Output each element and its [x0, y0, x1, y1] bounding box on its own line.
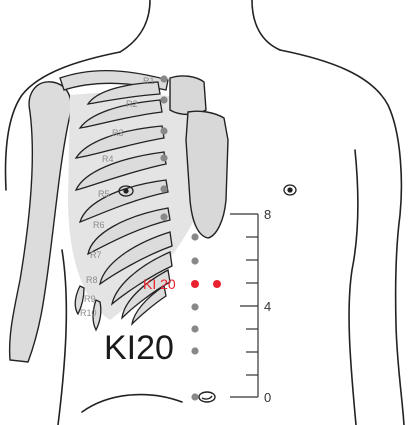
acupoint-dot	[191, 233, 198, 240]
acupoint-dot	[160, 154, 167, 161]
acupoint-dot	[160, 75, 167, 82]
arm-bone	[10, 82, 71, 362]
ki20-point-label: KI 20	[143, 276, 176, 292]
neck-right-line	[252, 0, 280, 50]
acupoint-dot	[160, 96, 167, 103]
manubrium	[170, 76, 206, 115]
neck-left-line	[120, 0, 150, 52]
ki20-point	[191, 280, 199, 288]
rib-label: R6	[93, 220, 105, 230]
acupoint-dot	[191, 347, 198, 354]
acupoint-dot	[160, 213, 167, 220]
rib-label: R10	[80, 308, 97, 318]
acupoint-dot	[160, 127, 167, 134]
rib-cage	[68, 82, 205, 330]
ruler-label-0: 0	[264, 390, 271, 405]
rib-label: R5	[98, 189, 110, 199]
rib-label: R4	[102, 154, 114, 164]
acupoint-dot	[191, 393, 198, 400]
right-arm-inner-line	[349, 150, 358, 425]
ruler-label-4: 4	[264, 299, 271, 314]
acupoint-dot	[191, 303, 198, 310]
acupoint-dot	[191, 325, 198, 332]
rib-label: R2	[126, 99, 138, 109]
scale-ruler	[230, 214, 258, 397]
rib-label: R7	[90, 250, 102, 260]
rib-label: R1	[143, 76, 155, 86]
acupoint-name: KI20	[104, 329, 174, 367]
rib-label: R3	[112, 128, 124, 138]
ki20-highlight	[191, 280, 221, 288]
left-torso-line	[58, 250, 66, 425]
navel-icon	[199, 392, 215, 402]
left-nipple-center-icon	[124, 189, 128, 193]
humerus-bone	[10, 82, 71, 362]
right-shoulder-line	[280, 50, 404, 425]
rib-label: R8	[86, 275, 98, 285]
rib-label: R9	[84, 294, 96, 304]
navel-fold	[202, 396, 212, 399]
lower-rib-arc	[82, 395, 182, 412]
ruler-label-8: 8	[264, 207, 271, 222]
navel	[199, 392, 215, 402]
ki20-point-lateral	[213, 280, 221, 288]
acupoint-dot	[160, 185, 167, 192]
acupoint-dot	[191, 257, 198, 264]
right-nipple-center-icon	[288, 188, 292, 192]
